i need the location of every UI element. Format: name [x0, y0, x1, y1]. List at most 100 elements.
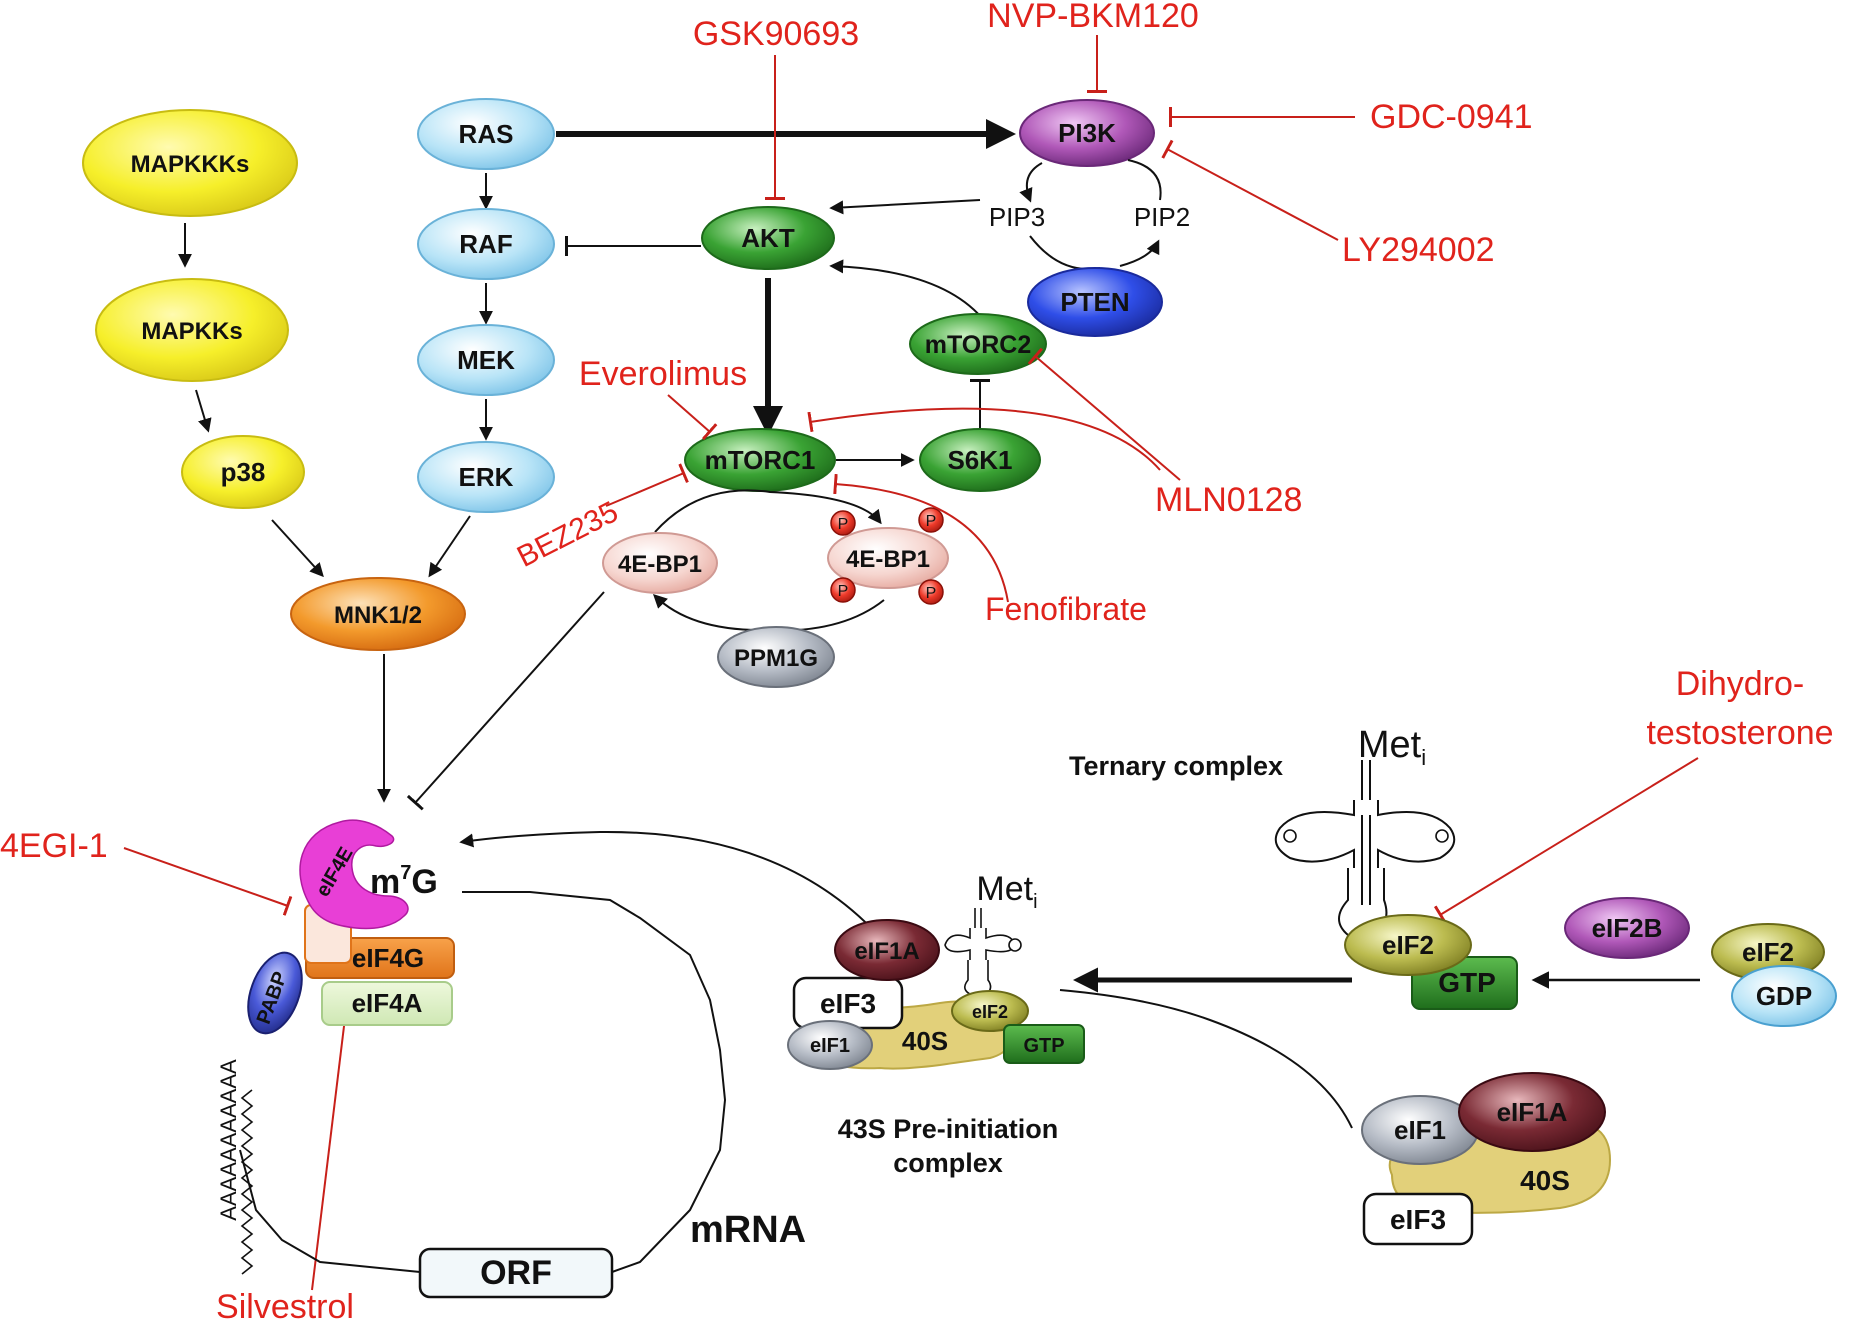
ternary-eif2-label: eIF2: [1382, 930, 1434, 960]
node-mapkks-label: MAPKKs: [141, 318, 242, 345]
node-pten-label: PTEN: [1060, 287, 1129, 317]
edge-pip2-pi3k: [1127, 159, 1162, 201]
drug-silvestrol: Silvestrol: [216, 1288, 354, 1324]
node-mnk-label: MNK1/2: [334, 602, 422, 629]
node-pabp: [247, 951, 303, 1035]
node-mtorc2-label: mTORC2: [925, 331, 1032, 359]
inhibit-4egi-eif4e: [123, 847, 293, 916]
node-erk-label: ERK: [459, 462, 514, 492]
node-4ebp1-phos: [827, 527, 949, 589]
node-akt: [701, 206, 835, 270]
ras-branch: RAS RAF MEK ERK: [417, 98, 1016, 578]
node-s6k1-label: S6K1: [947, 445, 1012, 475]
phosphate-icon-3: [830, 577, 856, 603]
pip2-label: PIP2: [1134, 202, 1190, 232]
trna-icon: [1274, 760, 1456, 939]
trna-loop-left: [1283, 829, 1297, 843]
free-40s: 40S eIF1 eIF1A eIF3: [1059, 989, 1612, 1246]
edge-4ebp1-dephosphorylation: [652, 594, 885, 632]
edge-43s-to-cap: [459, 830, 879, 936]
node-ppm1g: [717, 626, 835, 688]
polya-label: AAAAAAAAAAA: [216, 1059, 241, 1221]
phosphate-label-3: P: [838, 583, 849, 600]
pic-eif1a: [834, 919, 940, 981]
drug-nvp-bkm120: NVP-BKM120: [987, 0, 1199, 35]
node-eif2b: [1564, 897, 1690, 959]
node-mek-label: MEK: [457, 345, 515, 375]
edge-4ebp1-phosphorylation: [654, 489, 882, 533]
node-erk: [417, 441, 555, 513]
pic-eif2: [951, 990, 1029, 1032]
orf-label: ORF: [480, 1254, 552, 1292]
phosphate-label-4: P: [926, 585, 937, 602]
inhibit-fenofibrate-mtorc1: [833, 473, 1009, 603]
sub-eif1a: [1458, 1072, 1606, 1152]
phosphate-icon-2: [918, 507, 944, 533]
pic-trna-loop: [1008, 938, 1022, 952]
m7g-label: m7G: [370, 862, 438, 901]
eif4g-label: eIF4G: [352, 943, 424, 973]
phosphate-label-1: P: [838, 516, 849, 533]
mrna-loop-left: [239, 1149, 421, 1273]
sub-40s-label: 40S: [1520, 1165, 1570, 1196]
pic-eif3-label: eIF3: [820, 988, 876, 1019]
eif4a-label: eIF4A: [352, 988, 423, 1018]
node-akt-label: AKT: [741, 223, 795, 253]
node-ppm1g-label: PPM1G: [734, 645, 818, 672]
pic-met-label: Meti: [976, 870, 1037, 913]
phosphate-label-2: P: [926, 513, 937, 530]
pic-trna-icon: [944, 908, 1016, 996]
node-p38-label: p38: [221, 457, 266, 487]
edge-p38-mnk: [271, 519, 324, 578]
pic-title-line1: 43S Pre-initiation: [838, 1114, 1059, 1144]
phosphate-icon-1: [830, 510, 856, 536]
node-pi3k: [1019, 99, 1155, 167]
node-raf: [417, 208, 555, 280]
pic-eif1a-label: eIF1A: [854, 938, 919, 965]
node-mtorc1-label: mTORC1: [705, 445, 816, 475]
phosphate-group: P P P P: [830, 507, 944, 605]
node-4ebp1-unphos-label: 4E-BP1: [618, 551, 702, 578]
node-mapkkks: [82, 109, 298, 217]
pic-gtp-label: GTP: [1023, 1035, 1064, 1057]
edge-pten-pip2: [1119, 239, 1160, 267]
drug-ly294002: LY294002: [1342, 231, 1495, 269]
pic-gtp-block: [1003, 1024, 1085, 1064]
met-label: Meti: [1358, 724, 1426, 770]
orf-box: [418, 1247, 614, 1299]
node-mapkks: [95, 278, 289, 382]
sub-eif1a-label: eIF1A: [1497, 1097, 1568, 1127]
node-gdp: [1731, 965, 1837, 1027]
edge-4ebp1-inhibits-eif4e: [406, 591, 605, 811]
drug-gsk90693: GSK90693: [693, 15, 859, 53]
m7g-main: m: [370, 863, 400, 901]
inhibit-everolimus-mtorc1: [667, 394, 718, 441]
sub-eif3-label: eIF3: [1390, 1204, 1446, 1235]
node-pten: [1027, 267, 1163, 337]
inhibit-dht-eif2: [1433, 757, 1699, 925]
met-subscript: i: [1421, 745, 1426, 770]
pic-43s: 40S eIF3 eIF1A eIF1 Meti eIF2 GTP 43S Pr…: [787, 870, 1085, 1178]
node-4ebp1-unphos: [602, 532, 718, 594]
node-mnk: [290, 577, 466, 651]
ternary-gtp-label: GTP: [1438, 967, 1496, 998]
node-ras-label: RAS: [459, 119, 514, 149]
sub-eif3-box: [1362, 1192, 1474, 1246]
pic-eif1-label: eIF1: [810, 1035, 850, 1057]
mapk-branch: MAPKKKs MAPKKs p38 MNK1/2: [82, 109, 466, 803]
node-pi3k-label: PI3K: [1058, 118, 1116, 148]
pic-title-line2: complex: [893, 1148, 1003, 1178]
inhibit-mln-mtorc2: [1027, 347, 1181, 481]
edge-pip3-akt: [829, 199, 981, 215]
pic-eif1: [787, 1020, 873, 1070]
node-ras: [417, 98, 555, 170]
node-mek: [417, 324, 555, 396]
drug-dht-line2: testosterone: [1646, 714, 1833, 752]
edge-mapkks-p38: [195, 389, 212, 433]
pic-met-subscript: i: [1033, 891, 1037, 913]
drug-gdc-0941: GDC-0941: [1370, 98, 1533, 136]
mrna-loop: [462, 891, 727, 1273]
edge-pip3-pip2: [1029, 235, 1101, 270]
